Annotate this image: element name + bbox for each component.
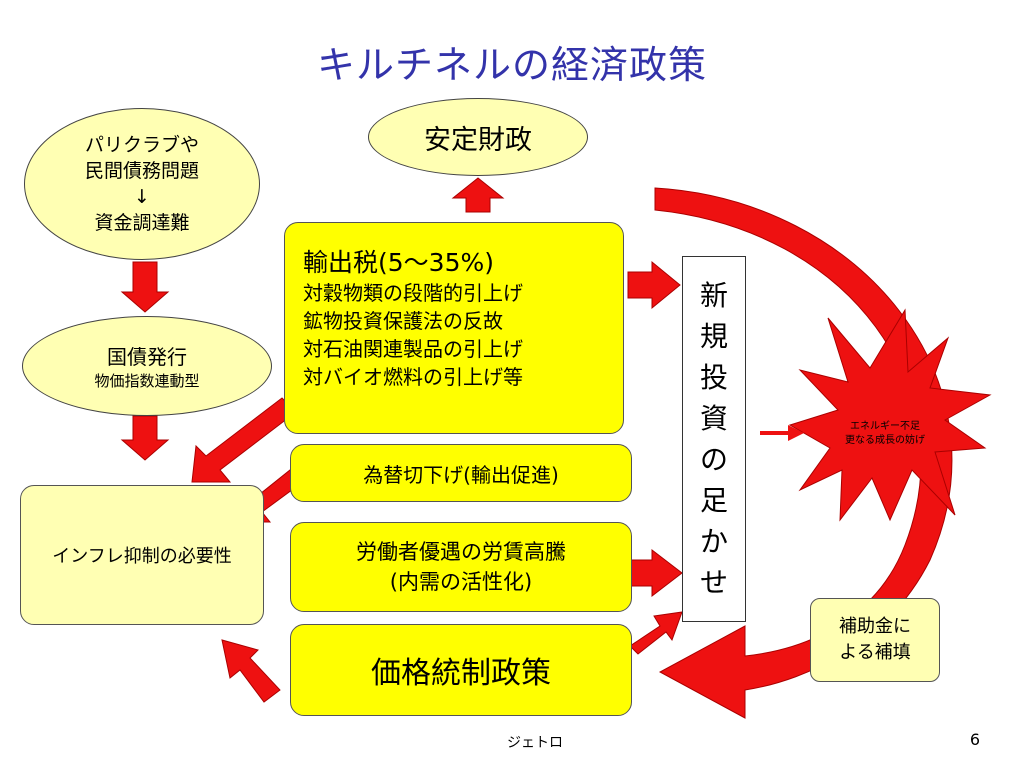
export-tax-item: 対バイオ燃料の引上げ等	[303, 365, 523, 389]
arrow-down-2	[120, 415, 170, 461]
new-investment-char: 規	[699, 320, 728, 353]
subsidy-line: 補助金に	[839, 616, 911, 637]
energy-burst-text: エネルギー不足 更なる成長の妨げ	[822, 420, 948, 448]
paris-club-ellipse: パリクラブや 民間債務問題 ↓ 資金調達難	[24, 108, 260, 260]
bond-issue-sub: 物価指数連動型	[94, 372, 200, 390]
inflation-box: インフレ抑制の必要性	[20, 485, 264, 625]
export-tax-item: 対穀物類の段階的引上げ	[303, 281, 523, 305]
export-tax-heading: 輸出税(5～35%)	[303, 248, 494, 277]
inflation-label: インフレ抑制の必要性	[52, 546, 232, 567]
wages-box: 労働者優遇の労賃高騰 (内需の活性化)	[290, 522, 632, 612]
arrow-right-export	[627, 260, 681, 310]
stable-finance-label: 安定財政	[424, 124, 532, 156]
price-control-label: 価格統制政策	[371, 656, 551, 691]
slide-title: キルチネルの経済政策	[316, 43, 707, 87]
energy-burst-line: エネルギー不足	[850, 421, 920, 432]
new-investment-box: 新 規 投 資 の 足 か せ	[682, 256, 746, 622]
new-investment-char: か	[699, 525, 728, 558]
paris-club-line: パリクラブや	[84, 134, 199, 156]
price-control-box: 価格統制政策	[290, 624, 632, 716]
arrow-up-stable	[451, 177, 505, 213]
export-tax-box: 輸出税(5～35%) 対穀物類の段階的引上げ 鉱物投資保護法の反故 対石油関連製…	[284, 222, 624, 434]
arrow-diag-export-inflation	[191, 397, 297, 483]
energy-burst-line: 更なる成長の妨げ	[845, 435, 925, 446]
paris-club-line: ↓	[134, 186, 150, 208]
new-investment-char: 新	[699, 279, 728, 312]
stable-finance-ellipse: 安定財政	[368, 98, 588, 176]
paris-club-line: 民間債務問題	[84, 160, 199, 182]
new-investment-char: 資	[699, 402, 728, 435]
arrow-thin-head	[788, 425, 804, 441]
wages-line: 労働者優遇の労賃高騰	[356, 540, 566, 564]
arrow-right-wages	[627, 548, 683, 598]
new-investment-char: の	[699, 443, 728, 476]
arrow-down-1	[120, 261, 170, 313]
paris-club-line: 資金調達難	[94, 212, 190, 234]
export-tax-item: 鉱物投資保護法の反故	[303, 309, 503, 333]
page-number: 6	[969, 730, 980, 749]
arrow-diag-price	[629, 611, 683, 655]
footer-source: ジェトロ	[507, 735, 563, 751]
subsidy-box: 補助金に よる補填	[810, 598, 940, 682]
bond-issue-ellipse: 国債発行 物価指数連動型	[22, 316, 272, 416]
currency-box: 為替切下げ(輸出促進)	[290, 444, 632, 502]
subsidy-line: よる補填	[839, 642, 911, 663]
currency-label: 為替切下げ(輸出促進)	[363, 462, 559, 487]
arrow-diag-price-inflation	[221, 639, 281, 703]
bond-issue-main: 国債発行	[107, 345, 187, 369]
new-investment-char: せ	[699, 566, 728, 599]
export-tax-item: 対石油関連製品の引上げ	[303, 337, 523, 361]
new-investment-char: 投	[699, 361, 728, 394]
energy-starburst	[788, 308, 992, 522]
wages-line: (内需の活性化)	[389, 570, 533, 594]
new-investment-char: 足	[699, 484, 728, 517]
